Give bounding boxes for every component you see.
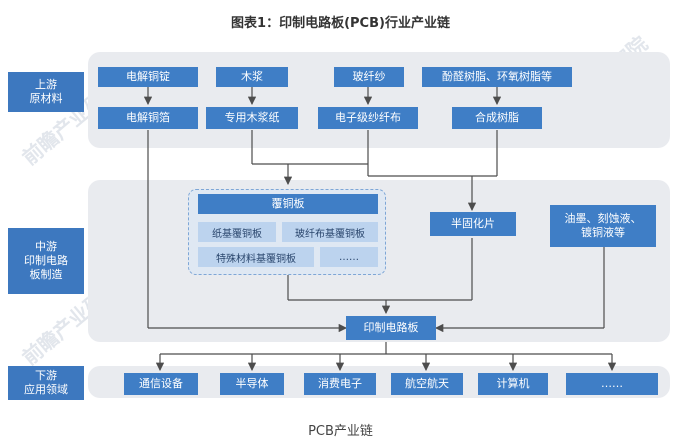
- upstream-item-glass-cloth: 电子级纱纤布: [318, 107, 418, 129]
- ccl-title: 覆铜板: [198, 194, 378, 214]
- upstream-item-wood-pulp: 木浆: [216, 67, 288, 87]
- downstream-item-consumer-electronics: 消费电子: [304, 373, 376, 395]
- ccl-item-more: ……: [320, 247, 378, 267]
- downstream-item-aerospace: 航空航天: [391, 373, 463, 395]
- ccl-item-glass-cloth-based: 玻纤布基覆铜板: [282, 222, 378, 242]
- upstream-item-resins: 酚醛树脂、环氧树脂等: [422, 67, 572, 87]
- stage-midstream: 中游 印制电路 板制造: [8, 228, 84, 294]
- downstream-item-communication-equipment: 通信设备: [124, 373, 198, 395]
- upstream-item-wood-pulp-paper: 专用木浆纸: [206, 107, 298, 129]
- downstream-item-computer: 计算机: [478, 373, 548, 395]
- upstream-item-electrolytic-copper-ingot: 电解铜锭: [98, 67, 198, 87]
- stage-downstream: 下游 应用领域: [8, 366, 84, 400]
- midstream-prepreg: 半固化片: [430, 212, 516, 236]
- upstream-item-glass-fiber-yarn: 玻纤纱: [334, 67, 404, 87]
- upstream-item-copper-foil: 电解铜箔: [98, 107, 198, 129]
- downstream-item-more: ……: [566, 373, 658, 395]
- ccl-item-paper-based: 纸基覆铜板: [198, 222, 276, 242]
- upstream-item-synthetic-resin: 合成树脂: [452, 107, 542, 129]
- figure-title: 图表1：印制电路板(PCB)行业产业链: [231, 16, 450, 31]
- midstream-chemicals: 油墨、刻蚀液、 镀铜液等: [550, 205, 656, 247]
- midstream-pcb: 印制电路板: [346, 316, 436, 340]
- ccl-item-special-material: 特殊材料基覆铜板: [198, 247, 314, 267]
- figure-caption: PCB产业链: [308, 424, 373, 439]
- stage-upstream: 上游 原材料: [8, 72, 84, 112]
- downstream-item-semiconductor: 半导体: [220, 373, 284, 395]
